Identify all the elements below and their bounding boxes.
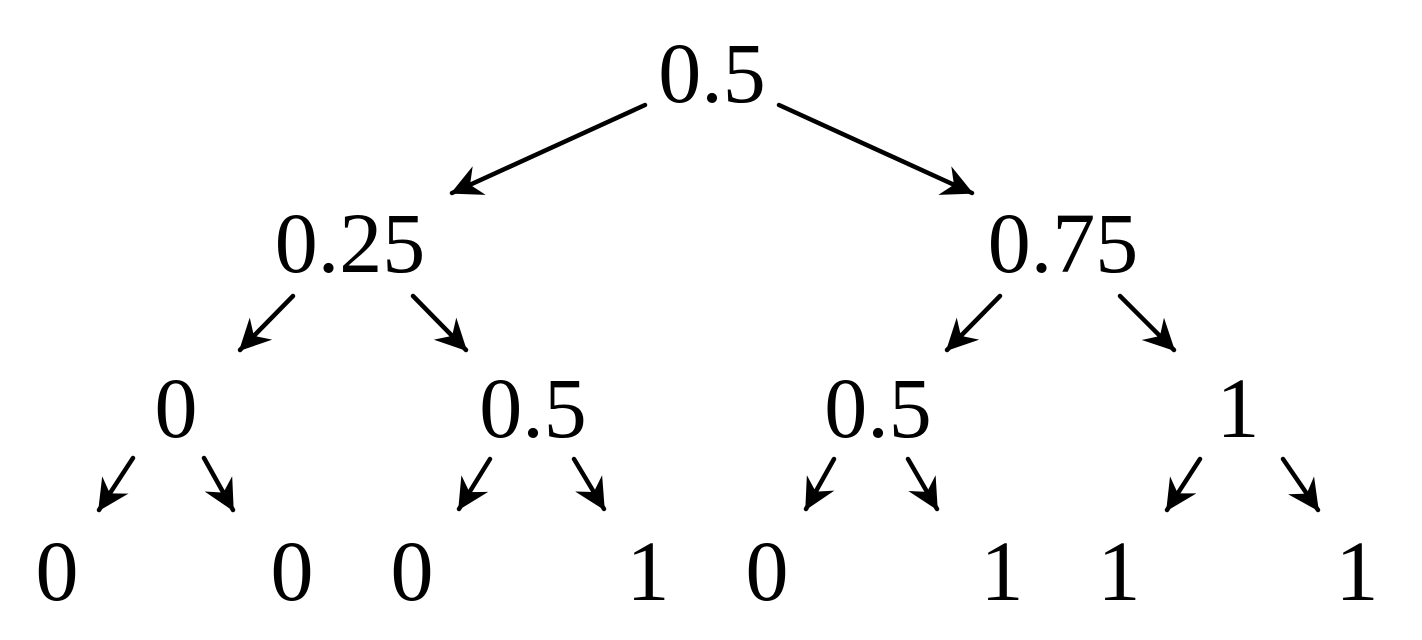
tree-node-n0: 0.25 [274,195,426,291]
edge-arrow-n10-n100 [803,456,837,512]
edge-arrow-n00-n001 [201,455,236,513]
tree-node-n100: 0 [745,523,789,619]
edge-arrow-n01-n010 [456,456,493,512]
edge-arrow-n1-n10 [944,293,1003,353]
edge-arrow-n10-n101 [905,456,940,512]
tree-node-n111: 1 [1335,523,1379,619]
tree-node-n10: 0.5 [824,360,932,456]
edge-arrow-root-n0 [449,102,648,196]
tree-node-n001: 0 [270,523,314,619]
tree-node-n010: 0 [390,523,434,619]
edge-arrow-n0-n01 [410,293,469,353]
tree-node-root: 0.5 [658,25,766,121]
tree-node-n011: 1 [626,523,670,619]
edge-arrow-n00-n000 [96,455,136,513]
edge-arrow-n01-n011 [571,456,607,512]
edge-arrow-n11-n110 [1164,456,1203,513]
tree-node-n11: 1 [1216,360,1260,456]
tree-node-n1: 0.75 [987,195,1139,291]
tree-node-n01: 0.5 [479,360,587,456]
edge-arrow-n1-n11 [1117,293,1177,353]
tree-node-n00: 0 [154,360,198,456]
tree-node-n000: 0 [35,523,79,619]
edge-arrow-n11-n111 [1280,456,1321,513]
tree-node-n110: 1 [1097,523,1141,619]
tree-node-n101: 1 [980,523,1024,619]
edge-arrow-root-n1 [776,102,975,196]
edge-arrow-n0-n00 [237,293,296,353]
